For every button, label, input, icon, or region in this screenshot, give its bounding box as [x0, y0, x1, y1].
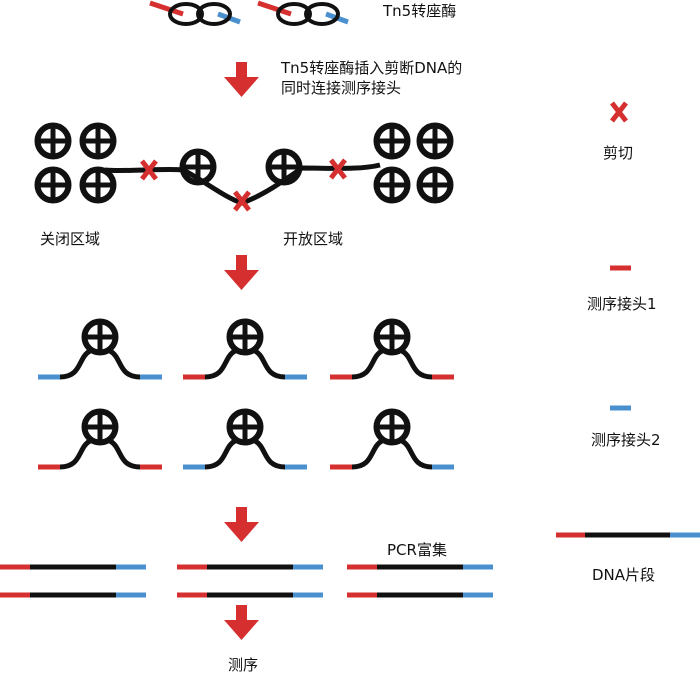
step-arrow-3	[224, 507, 259, 542]
step-arrow-4	[224, 605, 259, 640]
tn5-title: Tn5转座酶	[383, 2, 457, 20]
open-region-nucleosomes	[183, 152, 300, 183]
tn5-transposase-icon-2	[257, 0, 349, 26]
tagmented-fragment-3	[330, 322, 454, 380]
tagmented-fragment-2	[183, 322, 307, 380]
legend-cut-label: 剪切	[603, 144, 634, 162]
pcr-products	[0, 564, 493, 598]
tagmented-fragment-1	[38, 322, 162, 380]
tagmented-fragment-6	[330, 412, 454, 470]
closed-region-nucleosomes	[38, 126, 451, 201]
sequencing-label: 测序	[228, 656, 259, 674]
step-arrow-2	[224, 255, 259, 290]
cut-mark-2	[233, 190, 251, 212]
tn5-transposase-icon-1	[149, 0, 241, 26]
step1-caption-line1: Tn5转座酶插入剪断DNA的	[281, 59, 463, 77]
tagmented-fragments	[38, 322, 454, 470]
cut-mark-1	[140, 159, 158, 181]
legend-cut-icon	[610, 101, 628, 123]
step-arrow-1	[224, 62, 259, 97]
pcr-label: PCR富集	[387, 541, 447, 559]
legend-adapter1-label: 测序接头1	[587, 295, 657, 313]
step1-caption-line2: 同时连接测序接头	[281, 79, 402, 97]
cut-mark-3	[329, 158, 347, 180]
closed-region-label: 关闭区域	[40, 230, 101, 248]
legend-fragment-label: DNA片段	[592, 566, 656, 584]
tagmented-fragment-5	[183, 412, 307, 470]
open-region-label: 开放区域	[283, 230, 344, 248]
tagmented-fragment-4	[38, 412, 162, 470]
legend-adapter2-label: 测序接头2	[591, 431, 661, 449]
